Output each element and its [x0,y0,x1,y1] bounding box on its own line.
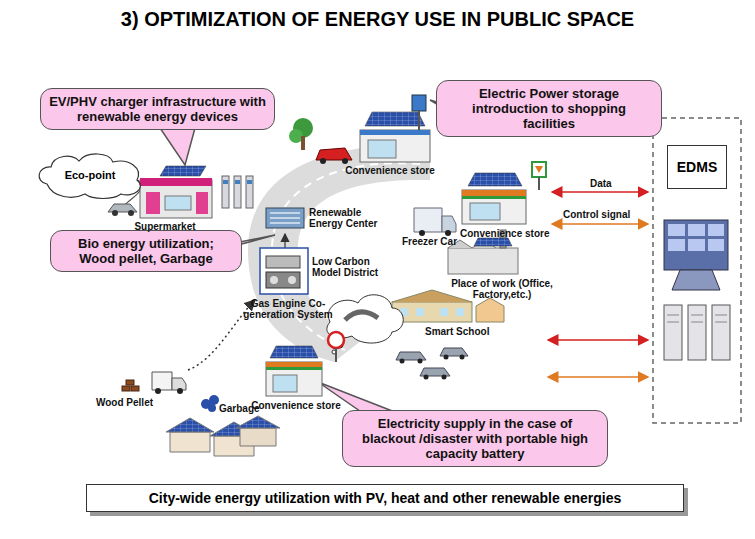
node-text: EV/PHV charger infrastructure with renew… [49,94,266,124]
part-label: Freezer Car [402,236,460,247]
part-label: Place of work (Office, Factory,etc.) [440,278,564,300]
title: 3) OPTIMIZATION OF ENERGY USE IN PUBLIC … [0,8,755,31]
node-text: Bio energy utilization; Wood pellet, Gar… [59,236,233,266]
part-label: Wood Pellet [96,397,166,408]
part-label: Convenience store [340,165,440,176]
part-label: Control signal [563,209,647,220]
node-text: Electric Power storage introduction to s… [445,86,653,131]
cloud-shape: Eco-point [33,150,147,200]
part-label: Supermarket [128,221,202,232]
node-text: EDMS [677,159,717,175]
part-label: Low Carbon Model District [312,256,384,278]
node-text: City-wide energy utilization with PV, he… [149,490,621,506]
node-text: Eco-point [65,169,116,181]
part-label: Convenience store [246,400,346,411]
caption-box: City-wide energy utilization with PV, he… [86,484,684,512]
part-label: Data [590,178,630,189]
callout-box: EV/PHV charger infrastructure with renew… [40,88,275,130]
part-label: Smart School [425,326,497,337]
part-label: Gas Engine Co-generation System [238,298,338,320]
system-box: EDMS [667,145,727,189]
part-label: Garbage [219,403,269,414]
callout-box: Bio energy utilization; Wood pellet, Gar… [50,230,242,272]
part-label: Renewable Energy Center [309,207,387,229]
callout-box: Electric Power storage introduction to s… [436,80,662,137]
callout-box: Electricity supply in the case of blacko… [342,410,608,467]
part-label: Convenience store [460,228,552,239]
node-text: Electricity supply in the case of blacko… [351,416,599,461]
